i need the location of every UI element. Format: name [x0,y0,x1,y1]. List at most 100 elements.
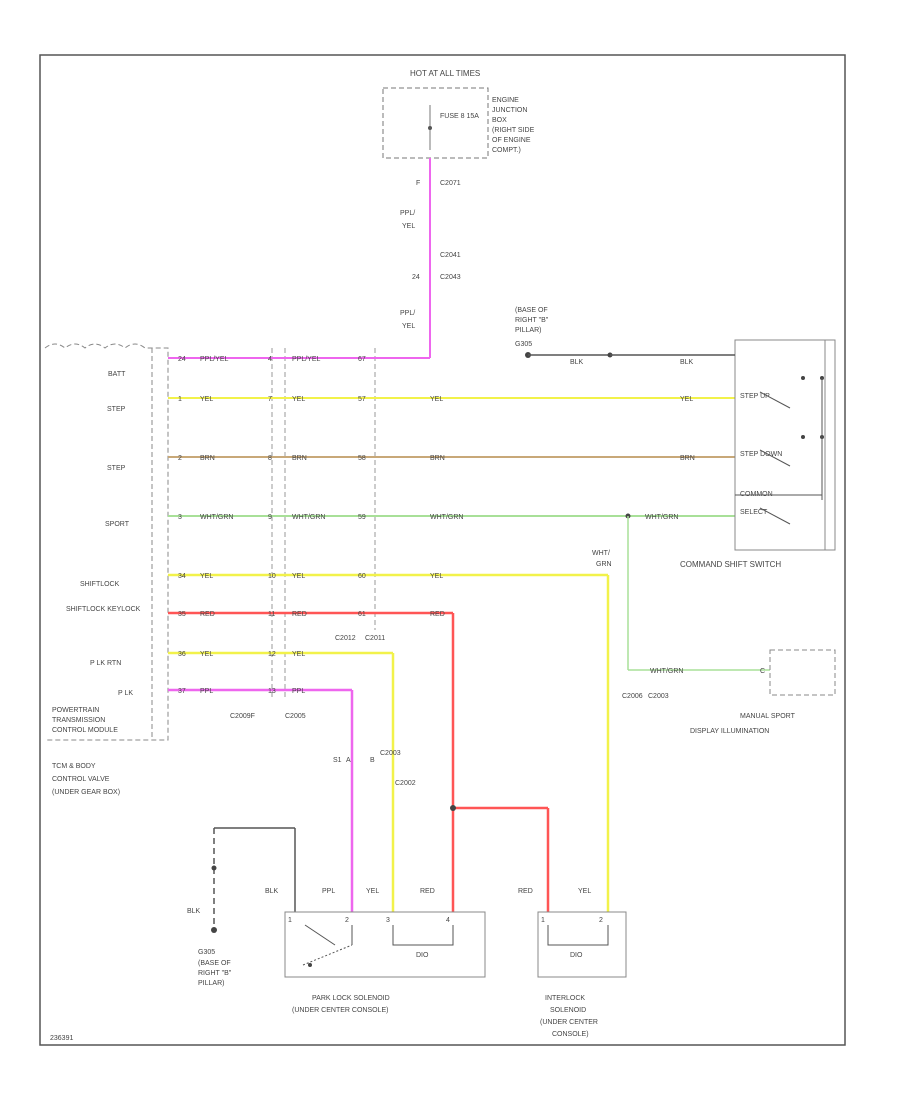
wire-sport-pin2: 9 [268,514,272,521]
connector-c2071: C2071 [440,180,461,187]
park-lock-solenoid: BLK PPL YEL RED 1 2 3 4 DIO PARK LOCK SO… [265,888,486,1014]
interlock-wire-yel: YEL [578,888,591,895]
hot-at-all-times-label: HOT AT ALL TIMES [410,69,480,78]
wire-plk-rtn-pin2: 12 [268,651,276,658]
connector-c2009f: C2009F [230,713,255,720]
fuse-box-location-5: OF ENGINE [492,137,531,144]
park-lock-wire-red: RED [420,888,435,895]
wire-sport-label1: WHT/GRN [200,514,233,521]
wire-sport-label2: WHT/GRN [292,514,325,521]
tcm-pin-plk-rtn: P LK RTN [90,660,121,667]
park-lock-wire-blk: BLK [265,888,279,895]
tcm-pin-step-down: STEP [107,465,126,472]
interlock-line-2: SOLENOID [550,1007,586,1014]
switch-step-down: STEP DOWN [740,451,782,458]
ppl-yel-label-1a: PPL/ [400,210,415,217]
wire-step-up-pin3: 57 [358,396,366,403]
tcm-pin-shiftlock: SHIFTLOCK [80,581,120,588]
wire-sport-pin1: 3 [178,514,182,521]
manual-sport-wire-label: WHT/GRN [650,668,683,675]
connector-c2041: C2041 [440,252,461,259]
manual-sport-pin: C [760,668,765,675]
wire-step-down-label2: BRN [292,455,307,462]
ground-top-id: G305 [515,341,532,348]
wire-keylock-label1: RED [200,611,215,618]
fuse-box: HOT AT ALL TIMES FUSE 8 15A ENGINE JUNCT… [382,69,535,159]
ground-bottom-id: G305 [198,949,215,956]
wire-keylock-pin2: 11 [268,611,275,618]
park-lock-diode: DIO [416,952,429,959]
ground-top-location-3: PILLAR) [515,327,541,334]
manual-sport-line-2: DISPLAY ILLUMINATION [690,728,769,735]
ground-top-location-2: RIGHT "B" [515,317,549,324]
manual-sport-line-1: MANUAL SPORT [740,713,796,720]
wire-batt-label1: PPL/YEL [200,356,229,363]
ppl-yel-label-2a: PPL/ [400,310,415,317]
park-lock-line-2: (UNDER CENTER CONSOLE) [292,1007,388,1014]
wire-keylock-pin1: 35 [178,611,186,618]
wire-shiftlock-label2: YEL [292,573,305,580]
tcm-desc-1: TCM & BODY [52,763,96,770]
wire-batt-pin3: 67 [358,356,366,363]
ground-bottom-location-1: (BASE OF [198,960,231,967]
manual-sport-vert-label-1: WHT/ [592,550,610,557]
ground-top-wire-label: BLK [570,359,584,366]
connector-c2003: C2003 [380,750,401,757]
wire-shiftlock-label3: YEL [430,573,443,580]
wire-sport-label3: WHT/GRN [430,514,463,521]
wire-step-up-label1: YEL [200,396,213,403]
wire-shiftlock-pin1: 34 [178,573,186,580]
connector-c2006: C2006 [622,693,643,700]
fuse-label: FUSE 8 15A [440,113,479,120]
connector-c2043: C2043 [440,274,461,281]
wire-plk-pin1: 37 [178,688,186,695]
manual-sport-display: WHT/GRN C C2006 C2003 MANUAL SPORT DISPL… [622,649,836,735]
tcm-pin-shiftlock-keylock: SHIFTLOCK KEYLOCK [66,606,141,613]
connector-c2005: C2005 [285,713,306,720]
wire-step-down-pin1: 2 [178,455,182,462]
ground-bottom: BLK G305 (BASE OF RIGHT "B" PILLAR) [187,827,296,987]
fuse-box-location-6: COMPT.) [492,147,521,154]
wire-step-down-pin2: 8 [268,455,272,462]
park-lock-wire-yel: YEL [366,888,379,895]
splice-s1-pin: A [346,757,351,764]
fuse-box-location-4: (RIGHT SIDE [492,127,535,134]
connector-c2011: C2011 [365,635,385,642]
tcm-desc-3: (UNDER GEAR BOX) [52,789,120,796]
wire-keylock-pin3: 61 [358,611,366,618]
park-lock-line-1: PARK LOCK SOLENOID [312,995,390,1002]
tcm-desc-2: CONTROL VALVE [52,776,110,783]
wire-step-up-label2: YEL [292,396,305,403]
connector-c2003b: C2003 [648,693,669,700]
park-lock-wire-ppl: PPL [322,888,335,895]
wire-plk-rtn-label2: YEL [292,651,305,658]
fuse-box-location-3: BOX [492,117,507,124]
wire-step-up-label4: YEL [680,396,693,403]
interlock-line-4: CONSOLE) [552,1031,589,1038]
wire-batt-pin1: 24 [178,356,186,363]
wire-shiftlock-label1: YEL [200,573,213,580]
tcm-pin-sport: SPORT [105,521,130,528]
tcm-pin-batt: BATT [108,371,126,378]
wire-step-up-label3: YEL [430,396,443,403]
switch-step-up: STEP UP [740,393,770,400]
connector-c2043-pin: 24 [412,274,420,281]
interlock-wire-red: RED [518,888,533,895]
tcm-name-1: POWERTRAIN [52,707,99,714]
wire-step-down-pin3: 58 [358,455,366,462]
fuse-pin: F [416,180,420,187]
park-lock-pin-2: 2 [345,917,349,924]
connector-c2012: C2012 [335,635,356,642]
tcm-module: BATT STEP STEP SPORT SHIFTLOCK SHIFTLOCK… [44,343,169,796]
diagram-frame [39,54,846,1046]
wire-sport-pin3: 59 [358,514,366,521]
wire-shiftlock-pin2: 10 [268,573,276,580]
wire-step-down-label4: BRN [680,455,695,462]
interlock-diode: DIO [570,952,583,959]
command-shift-switch: BLK STEP UP STEP DOWN COMMON SELECT COMM… [610,339,836,569]
tcm-name-3: CONTROL MODULE [52,727,118,734]
ground-top: (BASE OF RIGHT "B" PILLAR) G305 BLK [515,307,613,366]
interlock-pin-2: 2 [599,917,603,924]
ground-bottom-wire: BLK [187,908,201,915]
